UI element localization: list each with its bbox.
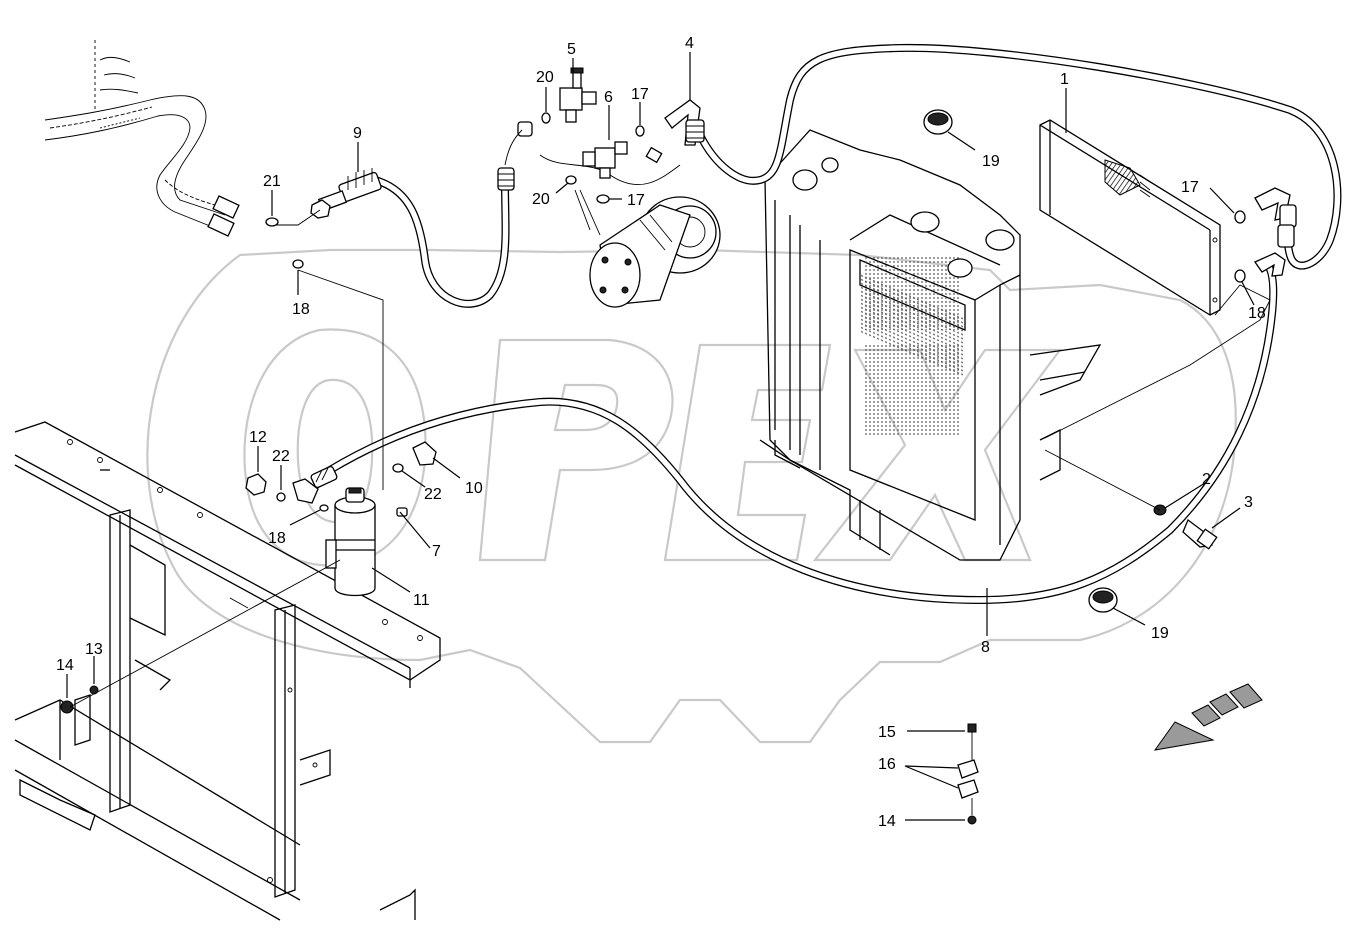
- machine-frame: [14, 421, 441, 921]
- receiver-drier: [325, 487, 376, 597]
- callout-17-top: 17: [631, 86, 649, 103]
- compressor: [589, 146, 721, 308]
- callout-3: 3: [1244, 494, 1253, 511]
- leader-lines: [66, 52, 1271, 821]
- callout-11: 11: [413, 592, 430, 609]
- callout-labels: 1 2 3 4 5 6 7 8 9 10 11 12 13 14 14 15 1…: [56, 35, 1266, 830]
- background-hose-sketch: [44, 40, 240, 237]
- callout-18-drier: 18: [268, 530, 286, 547]
- callout-18-top: 18: [292, 301, 310, 318]
- callout-2: 2: [1202, 471, 1211, 488]
- callout-5: 5: [567, 41, 576, 58]
- callout-17-condenser: 17: [1181, 179, 1199, 196]
- callout-8: 8: [981, 639, 990, 656]
- front-direction-arrow: [1153, 683, 1263, 751]
- fittings: [60, 67, 1297, 825]
- callout-9: 9: [353, 125, 362, 142]
- callout-6: 6: [604, 89, 613, 106]
- callout-12: 12: [249, 429, 267, 446]
- callout-16: 16: [878, 756, 896, 773]
- callout-19-bottom: 19: [1151, 625, 1169, 642]
- refrigerant-hoses: [326, 43, 1342, 605]
- callout-1: 1: [1060, 71, 1069, 88]
- callout-4: 4: [685, 35, 694, 52]
- callout-14-left: 14: [56, 657, 74, 674]
- callout-18-condenser: 18: [1248, 305, 1266, 322]
- callout-15: 15: [878, 724, 896, 741]
- callout-17-compressor: 17: [627, 192, 645, 209]
- callout-20-bottom: 20: [532, 191, 550, 208]
- callout-14-bottom: 14: [878, 813, 896, 830]
- callout-22-left: 22: [272, 448, 290, 465]
- callout-22-right: 22: [424, 486, 442, 503]
- callout-21: 21: [263, 173, 281, 190]
- radiator-assembly: [759, 129, 1102, 561]
- condenser: [1039, 119, 1221, 316]
- callout-19-top: 19: [982, 153, 1000, 170]
- callout-7: 7: [432, 543, 441, 560]
- callout-13: 13: [85, 641, 103, 658]
- callout-20-top: 20: [536, 69, 554, 86]
- callout-10: 10: [465, 480, 483, 497]
